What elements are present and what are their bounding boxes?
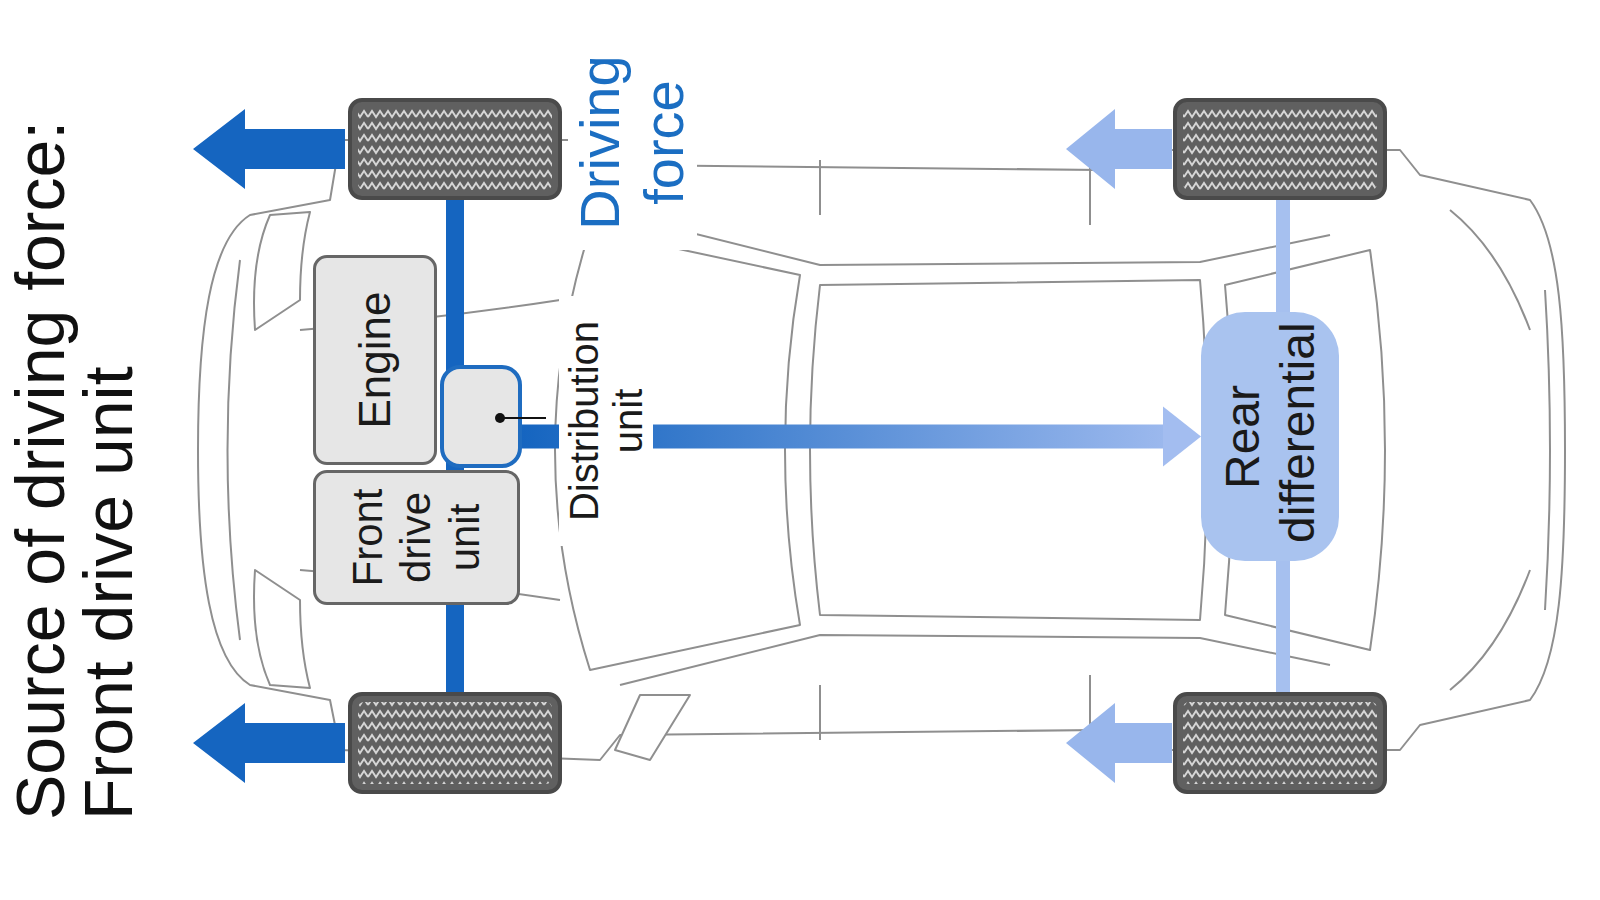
side-window-line xyxy=(620,635,1330,685)
wheel-tread xyxy=(358,108,552,190)
wheel xyxy=(350,100,560,198)
wheel-tread xyxy=(358,702,552,784)
unit-box: Rear differential xyxy=(1201,313,1339,562)
headlight xyxy=(254,212,310,330)
front-force-arrow xyxy=(193,703,345,783)
wheels xyxy=(350,100,1385,792)
wheel xyxy=(1175,694,1385,792)
rear-bumper xyxy=(1545,290,1550,610)
unit-label: Engine xyxy=(350,292,401,429)
rear-light xyxy=(1450,210,1530,690)
wheel xyxy=(1175,100,1385,198)
unit-box: Engine xyxy=(313,255,437,465)
door-line xyxy=(820,160,1090,740)
side-mirror xyxy=(615,695,690,760)
unit-label: Rear differential xyxy=(1215,331,1325,543)
wheel xyxy=(350,694,560,792)
arrow-head xyxy=(1163,407,1201,467)
callout-label: Driving force xyxy=(568,35,697,250)
wheel-tread xyxy=(1183,702,1377,784)
wheel-tread xyxy=(1183,108,1377,190)
windshield xyxy=(555,230,800,670)
car-body xyxy=(198,140,1565,760)
body-outline xyxy=(198,140,1565,760)
headlight xyxy=(254,570,310,688)
unit-box: Distribution unit xyxy=(440,365,522,468)
rear-force-arrow xyxy=(1066,109,1172,189)
rear-force-arrow xyxy=(1066,703,1172,783)
diagram-title: Source of driving force: Front drive uni… xyxy=(6,60,142,820)
unit-label: Front drive unit xyxy=(344,484,489,591)
roof xyxy=(810,280,1208,620)
front-edge xyxy=(228,260,241,640)
front-force-arrow xyxy=(193,109,345,189)
unit-box: Front drive unit xyxy=(313,470,520,605)
unit-label: Distribution unit xyxy=(559,296,653,546)
side-window-line xyxy=(620,215,1330,265)
